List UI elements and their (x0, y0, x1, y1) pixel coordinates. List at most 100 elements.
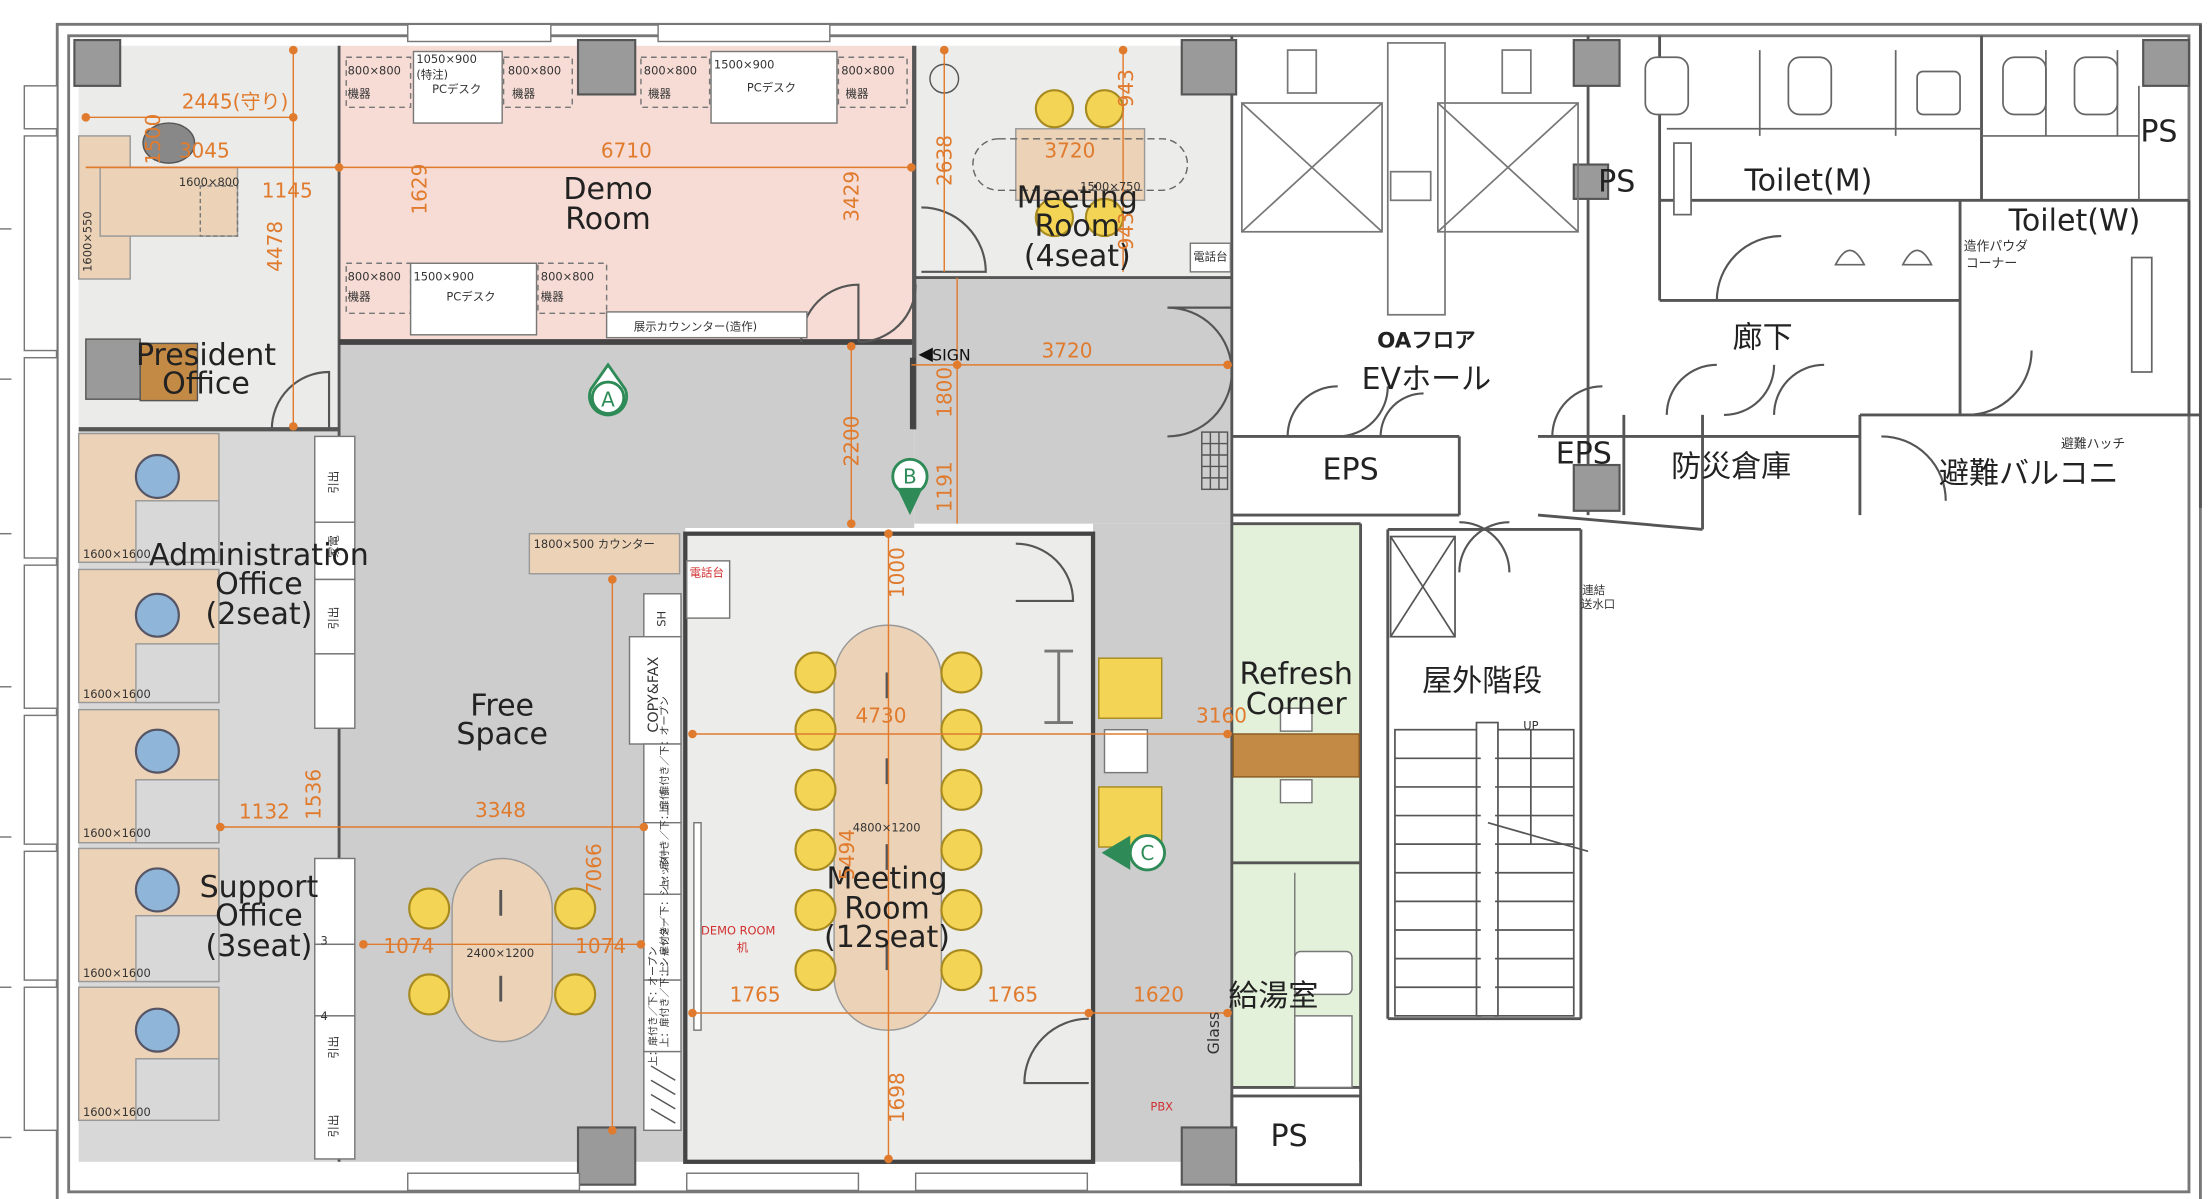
marker-b[interactable]: B (891, 457, 929, 516)
label-f-pcdesk-2: PCデスク (747, 81, 796, 95)
dim-3720b: 3720 (1042, 339, 1093, 363)
admin-label-3: (2seat) (206, 597, 313, 632)
dim-3429: 3429 (839, 171, 863, 222)
meeting-small-label-3: (4seat) (1024, 239, 1131, 274)
room-labels: Demo Room Meeting Room (4seat) President… (136, 115, 2178, 1154)
windows (23, 23, 1089, 1192)
dimension-labels: 2445(守り) 3045 1500 1145 4478 6710 1629 3… (141, 69, 1247, 1123)
dim-1500v: 1500 (141, 114, 165, 165)
marker-c[interactable]: C (1101, 834, 1167, 872)
label-f-1500-2: 1500×900 (413, 269, 474, 283)
marker-a-label: A (601, 387, 615, 411)
label-f-copy: COPY&FAX (646, 656, 662, 732)
dim-3045: 3045 (179, 138, 230, 162)
phone-stand-small (1189, 242, 1232, 273)
toilet-w-label: Toilet(W) (2008, 203, 2141, 238)
label-f-800-3: 800×800 (644, 63, 697, 77)
label-f-tokuchu: (特注) (416, 68, 448, 82)
copier-cabinets (628, 593, 682, 1132)
balcony-label: 避難バルコニ (1939, 457, 2119, 492)
meeting-large-label-1: Meeting (826, 862, 947, 897)
label-f-cab-4: 上：扉付き／下：シャッター (658, 917, 671, 1047)
label-f-kiki-6: 機器 (541, 289, 564, 303)
support-label-2: Office (215, 899, 303, 934)
doors (270, 206, 2033, 1085)
outdoor-stairs (1389, 535, 1589, 1017)
eps-label-2: EPS (1556, 437, 1612, 472)
corridor-area (914, 277, 1232, 524)
free-space-chairs (408, 887, 597, 1016)
meeting-large-label-2: Room (844, 892, 930, 927)
label-f-desk-1: 1600×1600 (83, 547, 151, 561)
label-f-kiki-3: 機器 (648, 86, 671, 100)
elevator-shafts (1240, 42, 1579, 316)
free-space-table (451, 857, 553, 1043)
phone-stand-large-label: 電話台 (690, 566, 724, 580)
meeting-small-label-1: Meeting (1017, 180, 1138, 215)
meeting-large-chairs (794, 651, 983, 992)
furniture-labels: 800×800 機器 1050×900 (特注) PCデスク 800×800 機… (81, 52, 1141, 1138)
ps-label-1: PS (1598, 165, 1635, 200)
toilet-fixtures (1644, 50, 2153, 373)
label-f-counter: 1800×500 カウンター (534, 537, 655, 551)
label-f-desk-3: 1600×1600 (83, 826, 151, 840)
support-label-1: Support (200, 870, 319, 905)
label-f-pcdesk-3: PCデスク (446, 289, 495, 303)
powder-label-2: コーナー (1966, 257, 2017, 272)
label-f-hikidashi-3: 引出 (327, 1036, 341, 1059)
label-f-kaden: 家電 (327, 535, 341, 558)
president-label-2: Office (162, 366, 250, 401)
meeting-large-label-3: (12seat) (824, 920, 950, 955)
ps-label-2: PS (2140, 115, 2177, 150)
connection-label-1: 連結 (1582, 583, 1605, 597)
structural-columns (73, 38, 2191, 1186)
label-f-meet12-table: 4800×1200 (853, 820, 921, 834)
label-f-800-5: 800×800 (348, 269, 401, 283)
demo-room-label-1: Demo (563, 172, 652, 207)
pbx-label: PBX (1150, 1099, 1173, 1113)
demo-room-label-2: Room (565, 202, 651, 237)
dim-2200: 2200 (839, 415, 863, 466)
label-f-pres-side: 1600×550 (81, 211, 95, 272)
hatch-label: 避難ハッチ (2061, 437, 2125, 452)
dim-1536: 1536 (301, 769, 325, 820)
label-f-800-4: 800×800 (841, 63, 894, 77)
dim-2638: 2638 (932, 135, 956, 186)
dim-3348: 3348 (475, 798, 526, 822)
label-f-1500-1: 1500×900 (714, 58, 775, 72)
marker-a[interactable]: A (588, 362, 629, 417)
label-f-cab-2: 上：扉付き／下：扉付 (658, 790, 671, 890)
label-f-1050: 1050×900 (416, 52, 477, 66)
label-f-num-4: 4 (320, 1009, 327, 1023)
label-f-kiki-5: 機器 (348, 289, 371, 303)
dim-1620: 1620 (1133, 983, 1184, 1007)
label-f-desk-2: 1600×1600 (83, 687, 151, 701)
free-space-area (339, 341, 915, 528)
dim-1132: 1132 (239, 799, 290, 823)
label-f-hikidashi-1: 引出 (327, 471, 341, 494)
dim-3720a: 3720 (1044, 138, 1095, 162)
support-label-3: (3seat) (206, 929, 313, 964)
dim-943a: 943 (1114, 69, 1138, 107)
dim-6710: 6710 (601, 138, 652, 162)
label-f-hikidashi-4: 引出 (327, 1115, 341, 1138)
label-f-demo-room-desk1: DEMO ROOM (701, 923, 775, 937)
meeting-small-chairs (1034, 89, 1125, 238)
label-f-pcdesk-1: PCデスク (432, 82, 481, 96)
dim-3160: 3160 (1196, 704, 1247, 728)
free-space-lower-area (339, 527, 686, 1162)
label-f-pres-desk: 1600×800 (179, 175, 240, 189)
label-f-800-1: 800×800 (348, 63, 401, 77)
corridor-label: 廊下 (1733, 321, 1793, 356)
vent-grille (1201, 431, 1229, 491)
dim-1765b: 1765 (987, 983, 1038, 1007)
powder-label-1: 造作パウダ (1964, 239, 2028, 254)
meeting-small-label-2: Room (1035, 209, 1121, 244)
label-f-sh: SH (654, 611, 668, 627)
label-f-cab-3: 上：扉付き／下：シャッター (658, 846, 671, 976)
cabinets-left (314, 435, 356, 1160)
dimension-lines (85, 50, 1228, 1159)
kitchenette-label: 給湯室 (1228, 979, 1318, 1014)
glass-label: Glass (1204, 1012, 1223, 1055)
office-chairs (134, 453, 180, 1053)
